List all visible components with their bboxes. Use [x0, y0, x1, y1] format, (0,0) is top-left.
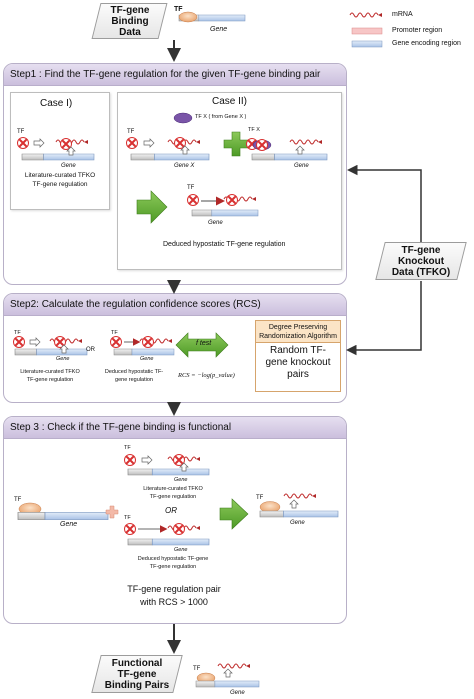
- case2-title: Case II): [212, 96, 248, 107]
- step2-cap2-line2: gene regulation: [115, 377, 153, 383]
- case1-tf-label: TF: [17, 129, 25, 135]
- step2-title: Step2: Calculate the regulation confiden…: [10, 299, 261, 310]
- knockout-line3: Data (TFKO): [391, 267, 451, 278]
- step3-result-line2: with RCS > 1000: [140, 597, 208, 607]
- case2-genex-label: Gene X: [174, 163, 195, 169]
- case1-diagram: [16, 136, 95, 161]
- algo-line1: Degree Preserving: [268, 324, 328, 331]
- step3-gene-right: Gene: [290, 520, 305, 526]
- output-line1: Functional: [111, 658, 163, 669]
- input-gene-diagram: [178, 11, 246, 23]
- step3-cap2-line1: Deduced hypostatic TF-gene: [137, 556, 209, 562]
- step2-gene-label-2: Gene: [140, 356, 154, 362]
- knockout-line2: Knockout: [397, 256, 445, 267]
- top-input-line2: Binding: [111, 16, 149, 27]
- legend-gene-label: Gene encoding region: [392, 40, 461, 47]
- case2-tf-label-bottom: TF: [187, 185, 195, 191]
- case2-tfx-short: TF X: [248, 127, 260, 133]
- step3-title: Step 3 : Check if the TF-gene binding is…: [10, 422, 232, 433]
- plus-icon: [223, 131, 249, 157]
- case1-gene-label: Gene: [61, 163, 76, 169]
- step2-tf-label-2: TF: [111, 330, 118, 336]
- step3-cap1-line2: TF-gene regulation: [149, 494, 197, 500]
- algo-line2: Randomization Algorithm: [259, 333, 337, 340]
- step1-header: Step1 : Find the TF-gene regulation for …: [4, 64, 346, 86]
- legend: [349, 12, 383, 48]
- step2-cap1-line1: Literature-curated TFKO: [20, 369, 80, 375]
- step3-tf-right: TF: [256, 495, 264, 501]
- random-line1: Random TF-: [270, 345, 326, 356]
- randomization-header: Degree Preserving Randomization Algorith…: [256, 321, 340, 343]
- random-line3: pairs: [287, 369, 309, 380]
- case1-caption-line1: Literature-curated TFKO: [24, 172, 96, 179]
- case2-box: [117, 92, 342, 270]
- f-test-double-arrow: [175, 332, 229, 358]
- tfx-protein: [173, 112, 193, 124]
- step3-or: OR: [165, 506, 177, 515]
- step2-diagram: [12, 332, 229, 358]
- top-input-line3: Data: [119, 27, 141, 38]
- step2-cap1-line2: TF-gene regulation: [26, 377, 74, 383]
- knockout-arrow-step1: [347, 164, 422, 242]
- f-test-label: f test: [196, 340, 212, 347]
- step3-diagram: [17, 453, 339, 546]
- top-input-line1: TF-gene: [110, 5, 150, 16]
- step2-gene-label-1: Gene: [56, 356, 70, 362]
- step3-panel: Step 3 : Check if the TF-gene binding is…: [3, 416, 347, 624]
- knockout-arrow-step2: [346, 281, 422, 356]
- step3-header: Step 3 : Check if the TF-gene binding is…: [4, 417, 346, 439]
- case2-diagram: [125, 112, 328, 224]
- input-tf-label: TF: [174, 6, 183, 13]
- rcs-formula: RCS = −log(p_value): [178, 372, 235, 379]
- step3-tf-left: TF: [14, 497, 22, 503]
- case1-title: Case I): [40, 98, 73, 109]
- step3-green-arrow: [219, 498, 249, 530]
- case1-box: [10, 92, 110, 210]
- legend-gene-swatch: [351, 40, 383, 48]
- step3-gene-left: Gene: [60, 521, 78, 528]
- step2-or: OR: [86, 347, 95, 353]
- knockout-line1: TF-gene: [401, 245, 441, 256]
- functional-pairs-label: Functional TF-gene Binding Pairs: [96, 658, 178, 691]
- legend-promoter-swatch: [351, 27, 383, 35]
- step3-tf-bottom: TF: [124, 515, 131, 521]
- step2-header: Step2: Calculate the regulation confiden…: [4, 294, 346, 316]
- case1-caption-line2: TF-gene regulation: [32, 181, 88, 188]
- random-line2: gene knockout: [265, 357, 331, 368]
- output-gene-diagram: [195, 663, 260, 688]
- tf-gene-binding-data-label: TF-gene Binding Data: [100, 5, 160, 38]
- random-pairs-label: Random TF- gene knockout pairs: [256, 345, 340, 381]
- randomization-box: Degree Preserving Randomization Algorith…: [255, 320, 341, 392]
- step3-result-line1: TF-gene regulation pair: [127, 584, 221, 594]
- output-gene-label: Gene: [230, 690, 245, 696]
- knockout-data-label: TF-gene Knockout Data (TFKO): [380, 245, 462, 278]
- output-tf-label: TF: [193, 666, 201, 672]
- input-gene-label: Gene: [210, 26, 228, 33]
- case2-gene-label-bottom: Gene: [208, 220, 223, 226]
- legend-mrna-label: mRNA: [392, 11, 413, 18]
- step2-cap2-line1: Deduced hypostatic TF-: [104, 369, 164, 375]
- legend-promoter-label: Promoter region: [392, 27, 443, 34]
- step3-gene-bottom: Gene: [174, 547, 188, 553]
- output-line2: TF-gene: [117, 669, 157, 680]
- step2-tf-label-1: TF: [14, 330, 21, 336]
- step1-title: Step1 : Find the TF-gene regulation for …: [10, 69, 321, 80]
- step3-gene-top: Gene: [174, 477, 188, 483]
- case2-caption: Deduced hypostatic TF-gene regulation: [163, 241, 286, 248]
- case2-green-arrow: [136, 190, 168, 224]
- case2-tf-label: TF: [127, 129, 135, 135]
- step3-tf-top: TF: [124, 445, 131, 451]
- step3-cap1-line1: Literature-curated TFKO: [143, 486, 203, 492]
- case2-gene-label-right: Gene: [294, 163, 309, 169]
- step3-plus-icon: [105, 505, 119, 519]
- step3-cap2-line2: TF-gene regulation: [149, 564, 197, 570]
- output-line3: Binding Pairs: [104, 680, 170, 691]
- case2-tfx-label: TF X ( from Gene X ): [195, 114, 247, 120]
